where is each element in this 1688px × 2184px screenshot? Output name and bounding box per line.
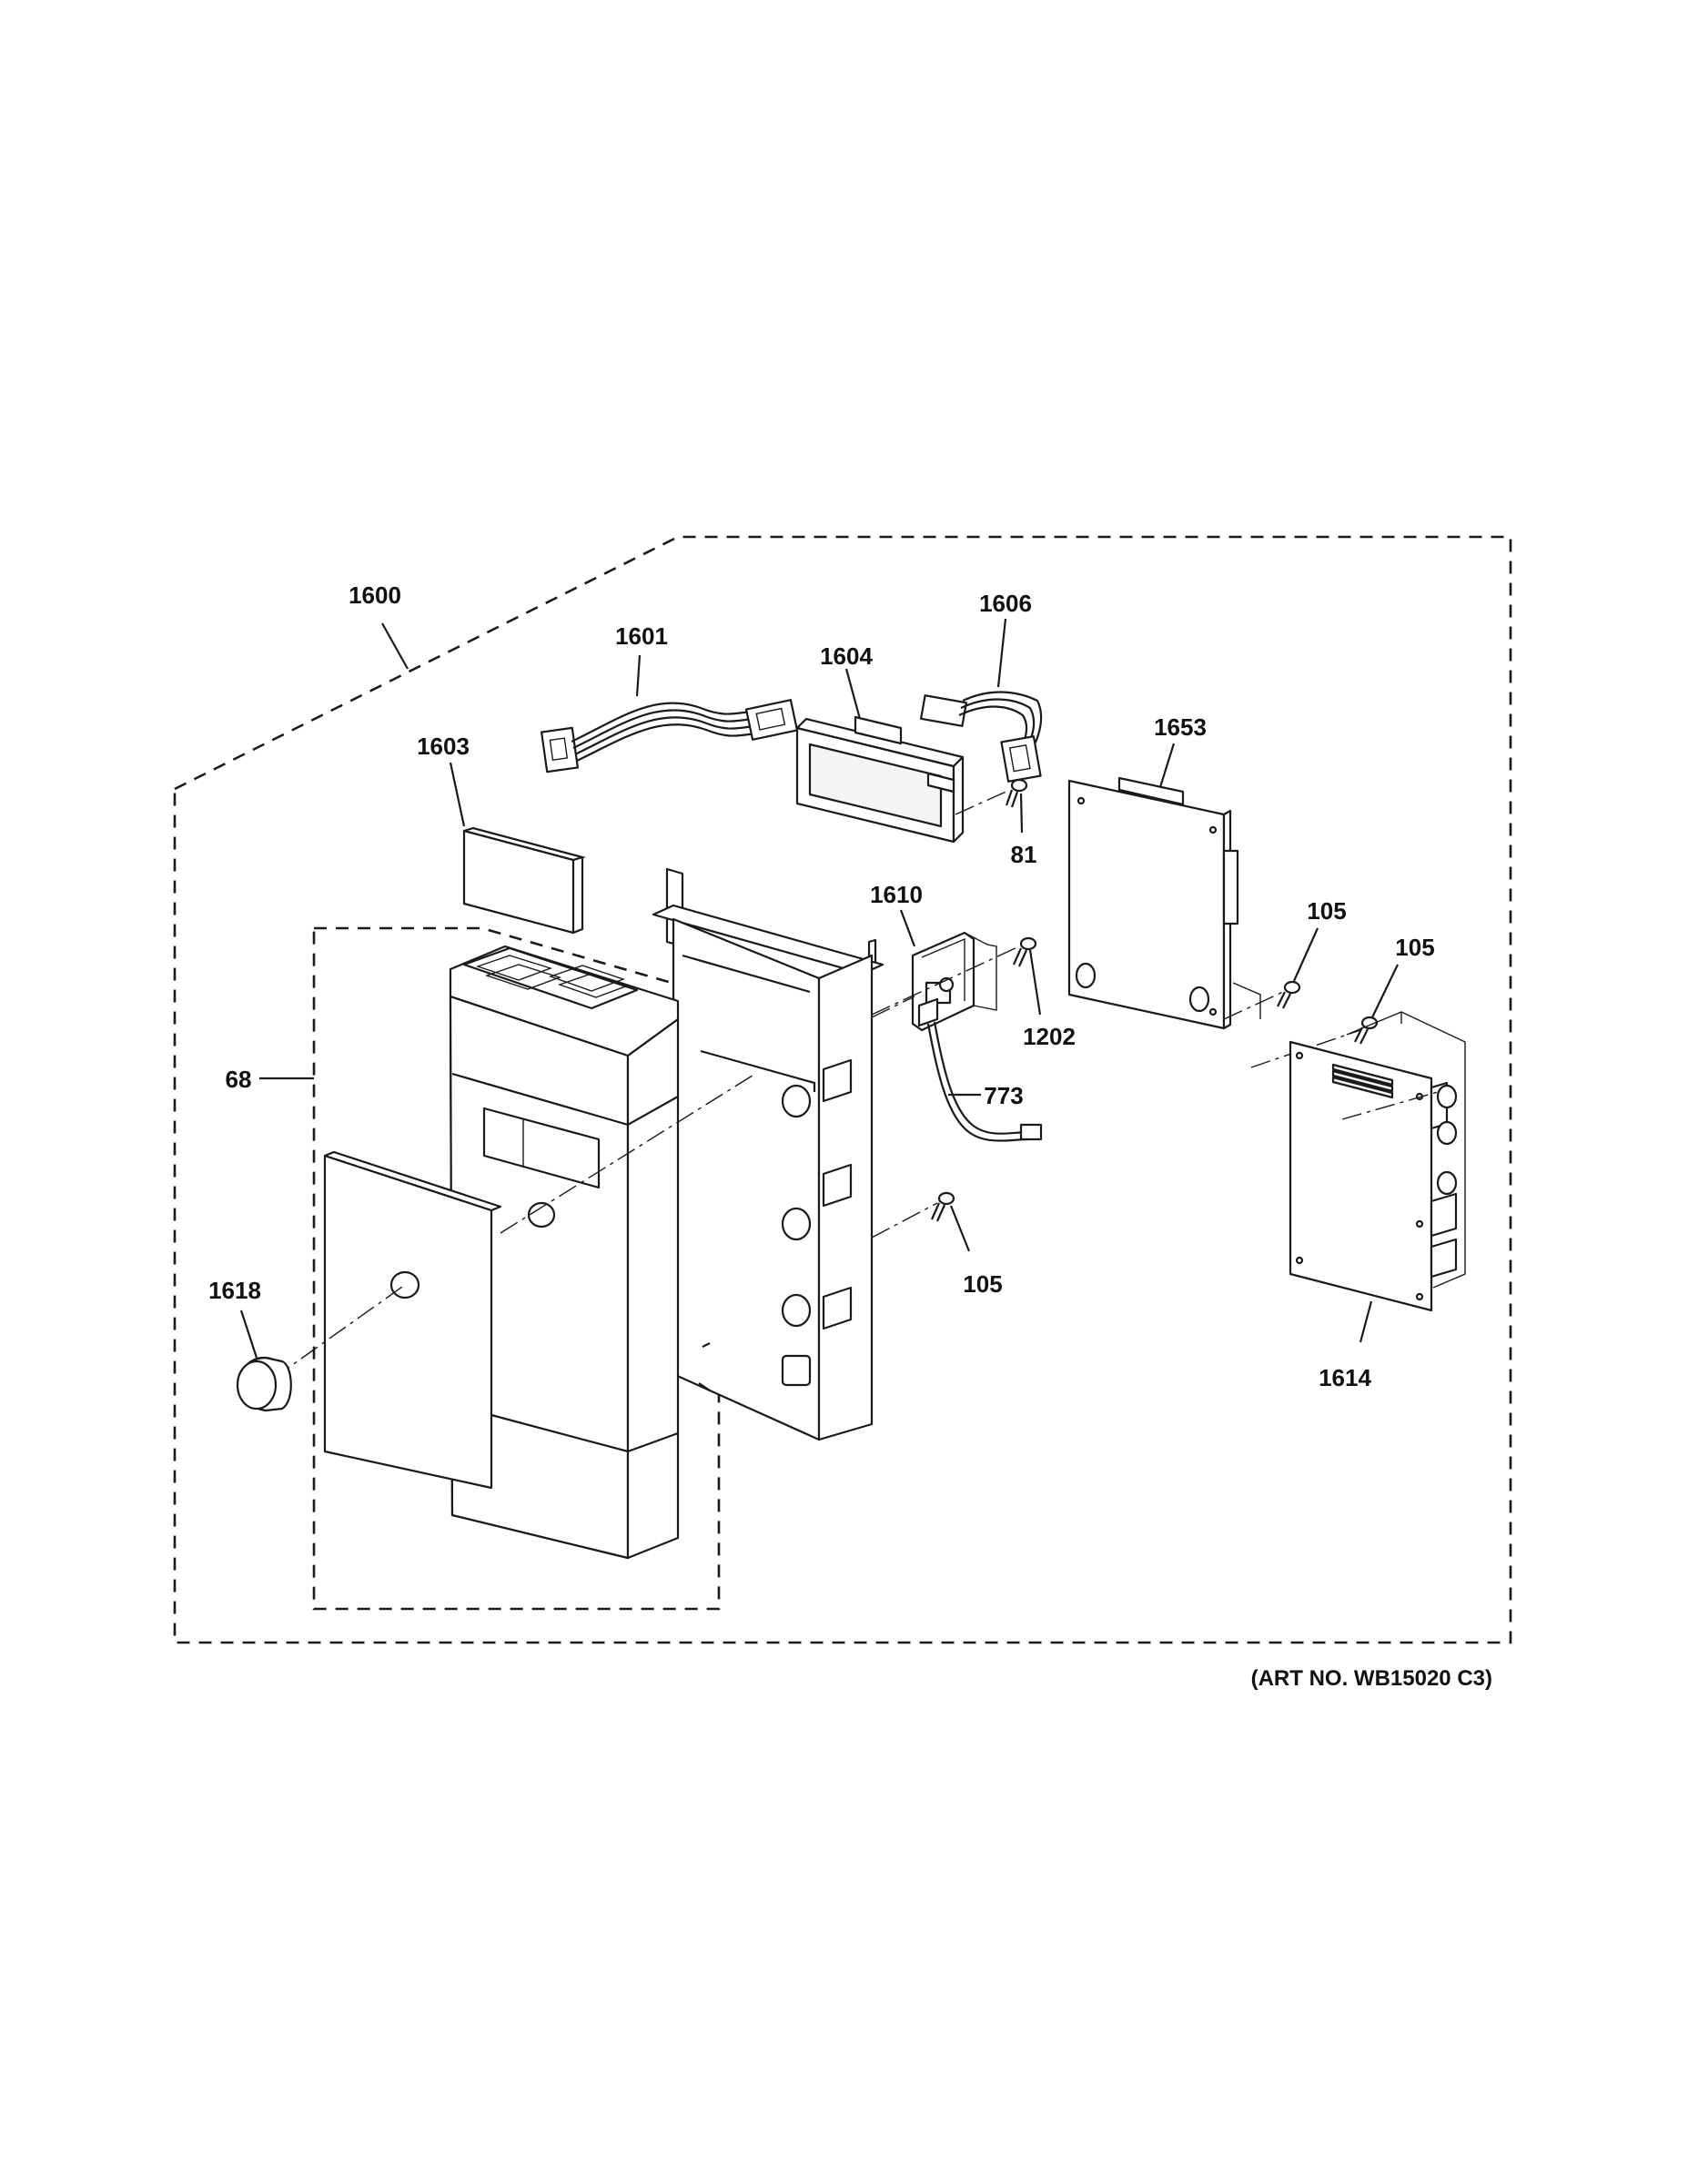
callout-1604: 1604: [820, 642, 873, 670]
wire-773: [926, 1021, 1043, 1142]
overlay-panel: [272, 1073, 756, 1490]
leader-1603: [449, 762, 466, 827]
leader-1600: [381, 622, 409, 670]
leader-1606: [996, 618, 1007, 688]
callout-1606: 1606: [979, 590, 1032, 617]
screw-105-board: [1223, 980, 1301, 1020]
leader-1614: [1359, 1300, 1373, 1343]
wire-harness-1606: [919, 691, 1042, 783]
leader-1653: [1158, 743, 1176, 788]
callout-1614: 1614: [1319, 1364, 1371, 1391]
callout-1610: 1610: [870, 881, 923, 908]
callout-105-board: 105: [1307, 897, 1346, 925]
callout-1653: 1653: [1154, 713, 1207, 741]
module-1614: [1289, 1011, 1466, 1312]
screw-105-frame: [871, 1191, 955, 1239]
callout-1618: 1618: [208, 1277, 261, 1304]
board-1653: [1067, 776, 1239, 1030]
display-1604: [795, 715, 965, 844]
leader-105-module: [1371, 964, 1399, 1018]
leader-1604: [844, 668, 862, 720]
leader-105-frame: [949, 1205, 971, 1252]
callout-773: 773: [984, 1082, 1023, 1109]
screw-81: [955, 778, 1028, 815]
leader-81: [1019, 793, 1024, 834]
pad-1603: [462, 829, 575, 935]
leader-1618: [239, 1309, 258, 1359]
callout-1603: 1603: [417, 733, 470, 760]
leader-1610: [899, 909, 916, 947]
screw-1202: [871, 936, 1037, 1016]
callout-1601: 1601: [615, 622, 668, 650]
callout-105-frame: 105: [963, 1270, 1002, 1298]
wire-harness-1601: [541, 699, 799, 774]
callout-1202: 1202: [1023, 1023, 1076, 1050]
callout-1600: 1600: [349, 581, 401, 609]
art-number: (ART NO. WB15020 C3): [1251, 1666, 1492, 1691]
panel-frame: [652, 867, 884, 1441]
callout-68: 68: [226, 1066, 252, 1093]
knob-1618: [236, 1356, 292, 1412]
callout-81: 81: [1011, 841, 1037, 868]
assembly-1600-boundary: [173, 535, 1512, 1644]
leader-1202: [1028, 949, 1042, 1016]
callout-105-module: 105: [1395, 934, 1434, 961]
centerline-switch: [871, 996, 915, 1018]
leader-105-board: [1292, 927, 1319, 982]
switch-1610: [911, 931, 997, 1032]
control-panel-68: [449, 945, 680, 1560]
leader-1601: [635, 654, 642, 697]
